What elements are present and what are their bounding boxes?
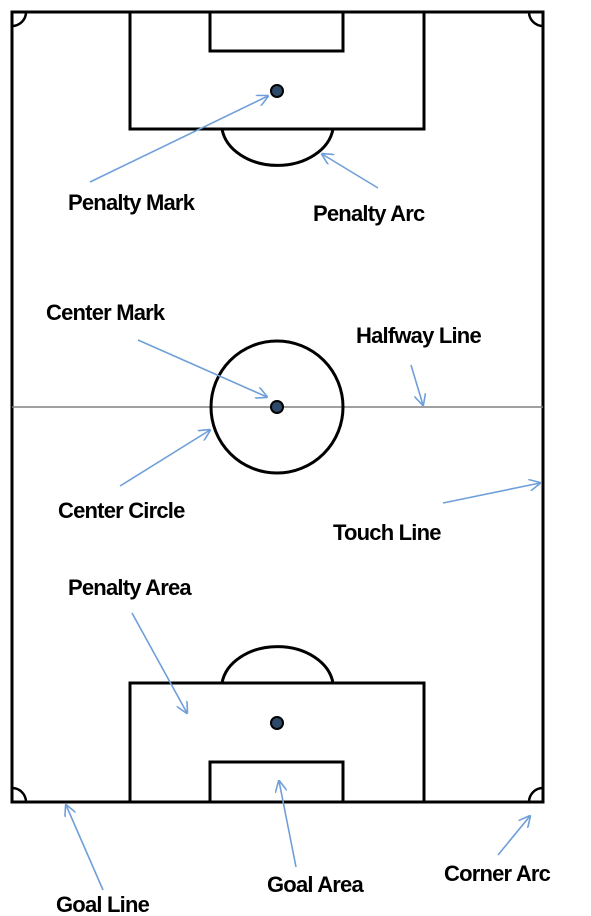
arrow-penalty-area <box>131 612 187 713</box>
bottom-penalty-arc <box>220 645 335 684</box>
label-goal-line: Goal Line <box>56 892 150 916</box>
top-goal-area <box>208 10 345 53</box>
top-penalty-mark <box>270 84 284 98</box>
arrow-penalty-mark <box>89 96 268 183</box>
label-penalty-arc: Penalty Arc <box>313 201 425 226</box>
label-corner-arc: Corner Arc <box>444 861 551 886</box>
corner-arc-top-right <box>527 11 544 28</box>
corner-arc-bottom-right <box>527 786 544 803</box>
arrow-halfway-line <box>410 364 423 405</box>
label-penalty-area: Penalty Area <box>68 575 192 600</box>
arrow-goal-line <box>66 805 104 891</box>
label-halfway-line: Halfway Line <box>356 323 481 348</box>
arrow-goal-area <box>279 781 297 868</box>
label-touch-line: Touch Line <box>333 520 441 545</box>
label-center-mark: Center Mark <box>46 300 166 325</box>
bottom-penalty-area <box>128 681 426 804</box>
label-center-circle: Center Circle <box>58 498 185 523</box>
arrow-penalty-arc <box>322 154 379 189</box>
bottom-goal-area <box>208 760 345 804</box>
top-penalty-arc <box>220 128 335 167</box>
center-mark <box>270 400 284 414</box>
label-goal-area: Goal Area <box>267 872 364 897</box>
center-circle <box>209 339 345 475</box>
arrow-touch-line <box>442 483 540 504</box>
arrow-corner-arc <box>497 816 530 856</box>
label-penalty-mark: Penalty Mark <box>68 190 196 215</box>
corner-arc-bottom-left <box>11 786 28 803</box>
arrow-center-circle <box>119 430 210 487</box>
corner-arc-top-left <box>11 11 28 28</box>
arrow-center-mark <box>137 339 267 397</box>
bottom-penalty-mark <box>270 716 284 730</box>
top-penalty-area <box>128 10 426 131</box>
